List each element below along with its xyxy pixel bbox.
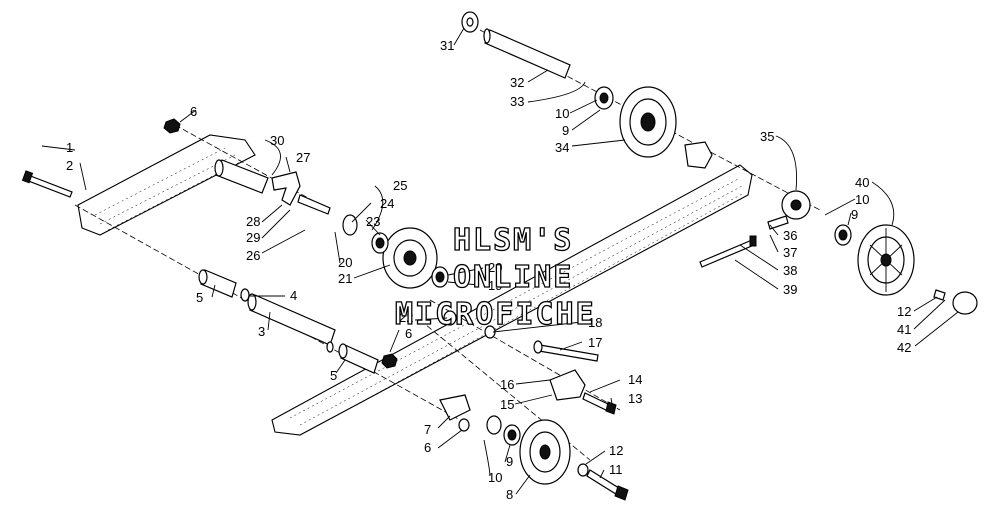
callout-24: 24: [380, 196, 394, 211]
callout-10-rear: 10: [855, 192, 869, 207]
callout-33: 33: [510, 94, 524, 109]
callout-25: 25: [393, 178, 407, 193]
shaft-30: [214, 159, 269, 194]
bolt-41: [933, 289, 946, 301]
callout-9-bottom: 9: [506, 454, 513, 469]
bearing-top-10: [594, 86, 614, 110]
callout-7: 7: [424, 422, 431, 437]
callout-37: 37: [783, 245, 797, 260]
callout-40: 40: [855, 175, 869, 190]
callout-30: 30: [270, 133, 284, 148]
callout-8: 8: [506, 487, 513, 502]
pivot-arm-27: [271, 171, 331, 215]
front-wheel-8: [519, 419, 571, 485]
bolt-17: [533, 340, 599, 362]
callout-20-right: 20: [488, 260, 502, 275]
callout-14: 14: [628, 372, 642, 387]
idler-wheel-21: [382, 227, 438, 289]
bracket-15-16: [549, 369, 586, 401]
callout-12-bottom: 12: [609, 443, 623, 458]
shaft-32: [483, 28, 571, 79]
callout-9-rear: 9: [851, 207, 858, 222]
callout-12-rear: 12: [897, 304, 911, 319]
callout-22: 22: [399, 310, 413, 325]
callout-18: 18: [588, 315, 602, 330]
callout-13: 13: [628, 391, 642, 406]
callout-38: 38: [783, 263, 797, 278]
watermark-line-1: HLSM'S: [453, 223, 573, 258]
callout-3: 3: [258, 324, 265, 339]
callout-16: 16: [500, 377, 514, 392]
nut-6-mid: [381, 353, 398, 369]
callout-34: 34: [555, 140, 569, 155]
callout-19: 19: [488, 278, 502, 293]
callout-5-top: 5: [196, 290, 203, 305]
left-slide-rail: [77, 134, 256, 236]
callout-26: 26: [246, 248, 260, 263]
watermark-line-3: MICROFICHE: [395, 297, 596, 332]
callout-5-bottom: 5: [330, 368, 337, 383]
bolt-1: [21, 170, 73, 198]
callout-17: 17: [588, 335, 602, 350]
callout-32: 32: [510, 75, 524, 90]
bearing-rear-10: [834, 224, 852, 246]
callout-36: 36: [783, 228, 797, 243]
bushing-pair-left: [198, 269, 250, 302]
washer-31: [461, 11, 479, 33]
callout-6-mid: 6: [405, 326, 412, 341]
assembly-axis-lines: [74, 29, 821, 461]
callout-27: 27: [296, 150, 310, 165]
leader-lines: [41, 27, 959, 495]
sleeve-36-37: [767, 215, 789, 230]
callout-41: 41: [897, 322, 911, 337]
cap-42: [952, 291, 978, 315]
bearing-19-20: [431, 266, 449, 288]
callout-4: 4: [290, 288, 297, 303]
callout-1: 1: [66, 140, 73, 155]
callout-6-bottom: 6: [424, 440, 431, 455]
callout-9-top: 9: [562, 123, 569, 138]
callout-2: 2: [66, 158, 73, 173]
axle-3: [247, 293, 336, 353]
callout-21: 21: [338, 271, 352, 286]
bolt-39: [699, 235, 757, 268]
bolt-11-12: [577, 463, 629, 501]
callout-29: 29: [246, 230, 260, 245]
callout-labels: 1 2 6 30 27 28 29 26 25 24 23 20 21 20 1…: [66, 38, 911, 502]
callout-42: 42: [897, 340, 911, 355]
callout-15: 15: [500, 397, 514, 412]
callout-39: 39: [783, 282, 797, 297]
watermark: HLSM'S ONLINE MICROFICHE: [394, 222, 596, 332]
bolt-13-14: [582, 392, 617, 415]
nut-6-top: [163, 118, 181, 134]
callout-23: 23: [366, 214, 380, 229]
callout-10-top: 10: [555, 106, 569, 121]
callout-11: 11: [609, 462, 623, 477]
callout-28: 28: [246, 214, 260, 229]
callout-20-left: 20: [338, 255, 352, 270]
callout-6: 6: [190, 104, 197, 119]
idler-wheel-34: [619, 86, 677, 158]
arm-7: [439, 394, 471, 432]
callout-35: 35: [760, 129, 774, 144]
callout-31: 31: [440, 38, 454, 53]
spacer-5-lower: [338, 343, 379, 374]
callout-10-bottom: 10: [488, 470, 502, 485]
hub-35: [684, 141, 811, 220]
center-slide-rail: [271, 164, 753, 436]
bearing-front-9-10: [486, 415, 521, 446]
watermark-line-2: ONLINE: [453, 260, 573, 295]
rear-idler-wheel-40: [857, 224, 915, 296]
